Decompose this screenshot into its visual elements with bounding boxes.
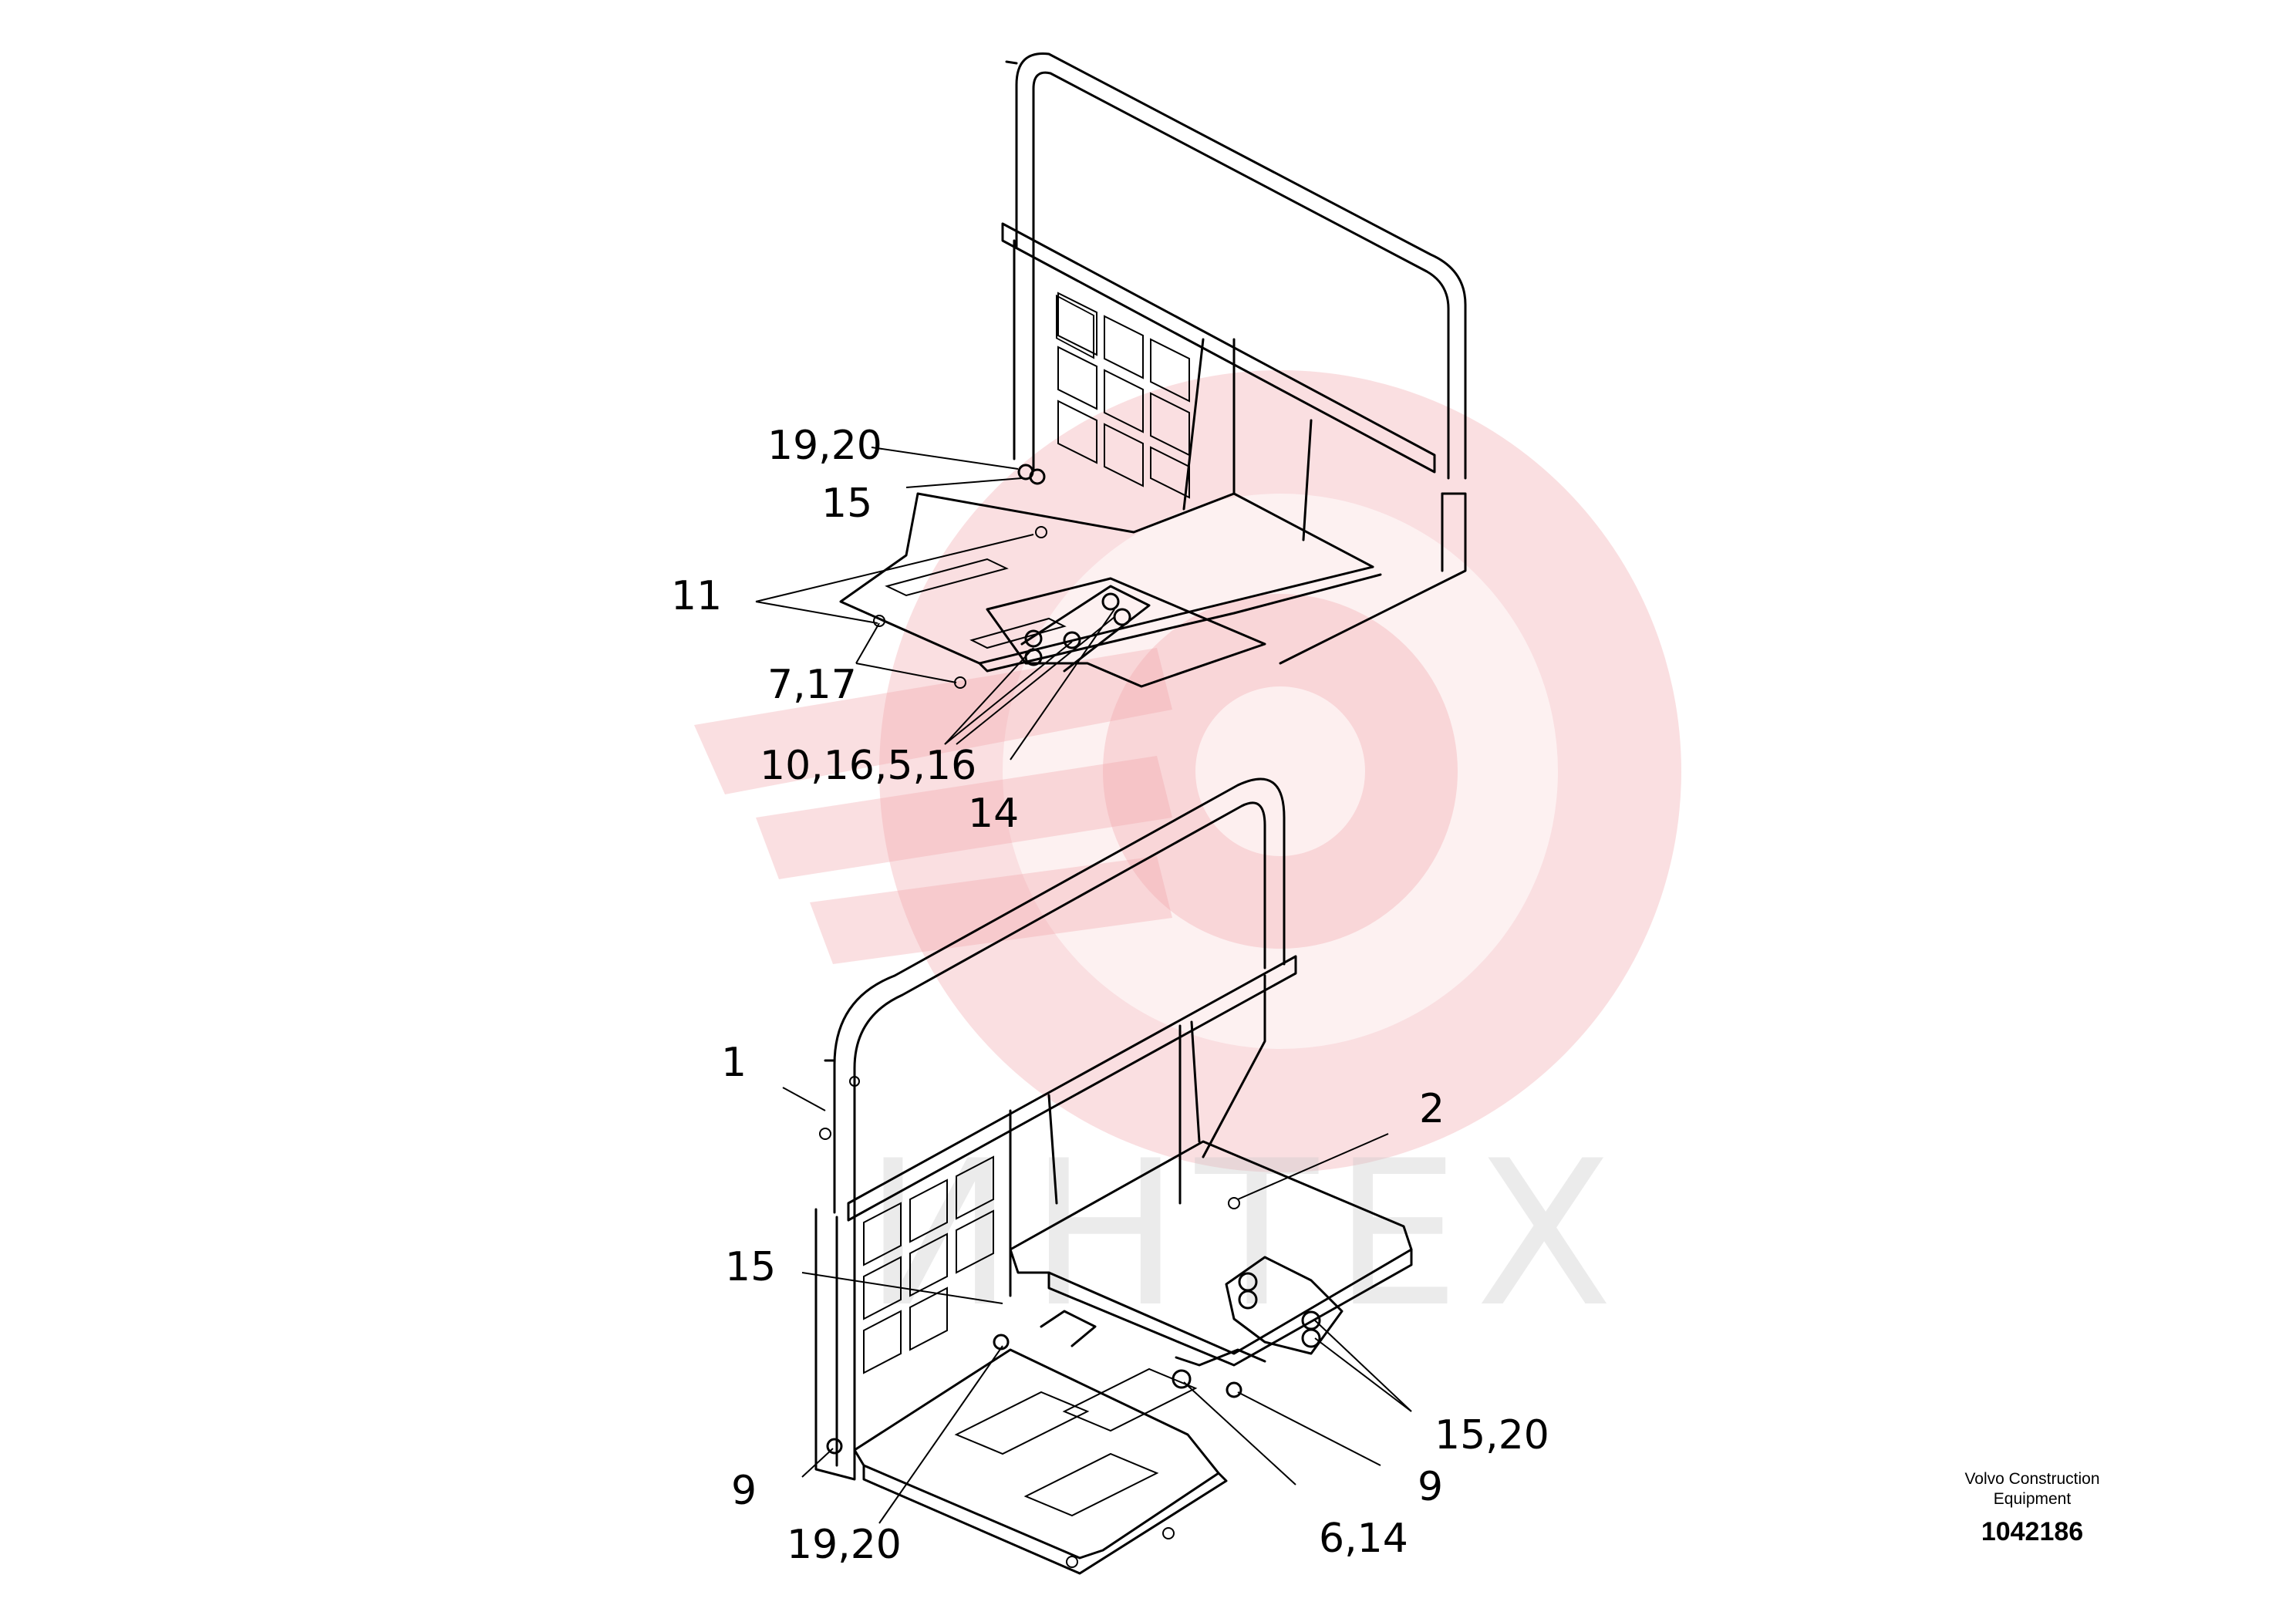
callout-15-bottom: 15 [725,1244,776,1290]
callout-11: 11 [671,573,722,619]
top-platform-assembly [839,52,1467,689]
brand-block: Volvo Construction Equipment 1042186 [1920,1469,2144,1547]
callouts: 19,20 15 11 7,17 10,16,5,16 14 1 2 15 15… [671,423,1549,1568]
callout-9-left: 9 [731,1468,757,1514]
callout-10-16-5-16: 10,16,5,16 [760,743,976,789]
drawing-number: 1042186 [1981,1517,2084,1546]
callout-7-17: 7,17 [767,662,857,708]
watermark-text: ИНТЕХ [864,1118,1628,1351]
callout-19-20-bottom: 19,20 [787,1522,902,1568]
company-name-line2: Equipment [1993,1490,2072,1508]
bottom-platform-assembly [814,777,1413,1575]
callout-2: 2 [1419,1086,1445,1132]
callout-9-right: 9 [1418,1464,1443,1510]
callout-14: 14 [968,791,1019,837]
callout-1: 1 [721,1040,747,1086]
leader-lines [755,447,1412,1524]
watermark-logo [694,370,1681,1172]
callout-15-top: 15 [821,481,872,527]
callout-15-20: 15,20 [1435,1412,1549,1458]
company-name-line1: Volvo Construction [1964,1470,2100,1488]
callout-19-20-top: 19,20 [767,423,882,469]
callout-6-14: 6,14 [1319,1516,1408,1562]
